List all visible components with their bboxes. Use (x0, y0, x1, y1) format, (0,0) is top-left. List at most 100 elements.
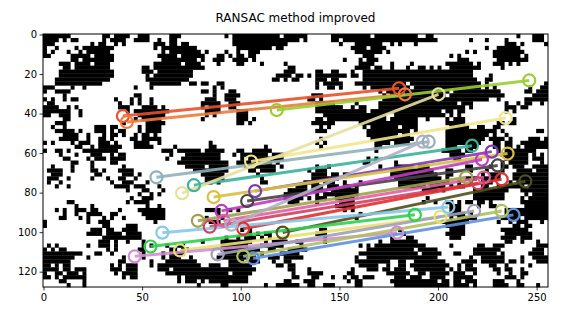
image-pixels (134, 141, 150, 145)
image-pixels (520, 259, 524, 263)
image-pixels (497, 58, 529, 62)
image-pixels (351, 70, 355, 74)
image-pixels (394, 113, 445, 117)
image-pixels (465, 263, 473, 267)
image-pixels (90, 145, 94, 149)
image-pixels (43, 89, 47, 93)
image-pixels (114, 240, 118, 244)
image-pixels (67, 149, 71, 153)
image-pixels (363, 125, 367, 129)
image-pixels (493, 50, 525, 54)
image-pixels (461, 101, 473, 105)
image-pixels (315, 70, 323, 74)
keypoint-circle (277, 227, 289, 239)
image-pixels (493, 267, 501, 271)
image-pixels (284, 70, 296, 74)
image-pixels (532, 34, 544, 38)
image-pixels (157, 204, 161, 208)
image-pixels (63, 212, 67, 216)
image-pixels (134, 176, 138, 180)
image-pixels (122, 180, 134, 184)
image-pixels (410, 62, 414, 66)
image-pixels (469, 255, 473, 259)
image-pixels (217, 62, 221, 66)
image-pixels (79, 129, 83, 133)
image-pixels (157, 184, 161, 188)
image-pixels (161, 105, 165, 109)
image-pixels (102, 34, 110, 38)
keypoint-circle (208, 191, 220, 203)
image-pixels (47, 180, 51, 184)
image-pixels (142, 66, 150, 70)
image-pixels (114, 34, 130, 38)
image-pixels (71, 38, 79, 42)
image-pixels (339, 85, 343, 89)
image-pixels (209, 141, 213, 145)
image-pixels (98, 137, 106, 141)
image-pixels (252, 149, 272, 153)
image-pixels (418, 66, 426, 70)
keypoint-circle (241, 195, 253, 207)
image-pixels (51, 125, 55, 129)
image-pixels (284, 34, 308, 38)
image-pixels (55, 46, 59, 50)
image-pixels (339, 42, 343, 46)
image-pixels (532, 157, 544, 161)
image-pixels (311, 275, 319, 279)
image-pixels (169, 153, 173, 157)
image-pixels (351, 105, 355, 109)
image-pixels (315, 129, 327, 133)
image-pixels (516, 34, 520, 38)
image-pixels (485, 38, 489, 42)
image-pixels (453, 271, 465, 275)
tick-mark (40, 114, 44, 115)
image-pixels (55, 129, 75, 133)
image-pixels (370, 109, 441, 113)
tick-label: 200 (429, 293, 448, 303)
image-pixels (146, 125, 162, 129)
image-pixels (224, 34, 228, 38)
image-pixels (114, 97, 118, 101)
image-pixels (51, 164, 55, 168)
image-pixels (59, 153, 63, 157)
image-pixels (134, 85, 138, 89)
image-pixels (370, 46, 386, 50)
image-pixels (232, 153, 236, 157)
tick-mark (40, 272, 44, 273)
image-pixels (213, 93, 217, 97)
image-pixels (248, 50, 260, 54)
image-pixels (449, 93, 504, 97)
image-pixels (114, 42, 118, 46)
image-pixels (142, 196, 154, 200)
image-pixels (59, 137, 79, 141)
tick-label: 20 (24, 70, 37, 80)
image-pixels (284, 62, 288, 66)
image-pixels (228, 89, 236, 93)
image-pixels (228, 263, 252, 267)
image-pixels (465, 50, 469, 54)
image-pixels (59, 62, 71, 66)
keypoint-circle (502, 148, 514, 160)
image-pixels (520, 42, 524, 46)
keypoint-circle (129, 250, 141, 262)
image-pixels (43, 113, 51, 117)
image-pixels (98, 240, 110, 244)
image-pixels (130, 97, 134, 101)
image-pixels (528, 137, 540, 141)
image-pixels (355, 66, 371, 70)
image-pixels (532, 38, 544, 42)
image-pixels (213, 89, 217, 93)
image-pixels (386, 263, 390, 267)
match-line (277, 80, 530, 110)
image-pixels (205, 97, 217, 101)
image-pixels (134, 133, 138, 137)
image-pixels (169, 34, 181, 38)
match-line (198, 177, 466, 220)
image-pixels (386, 50, 390, 54)
image-pixels (414, 259, 446, 263)
image-pixels (378, 105, 465, 109)
image-pixels (165, 271, 228, 275)
image-pixels (311, 121, 335, 125)
image-pixels (374, 66, 382, 70)
image-pixels (355, 255, 359, 259)
